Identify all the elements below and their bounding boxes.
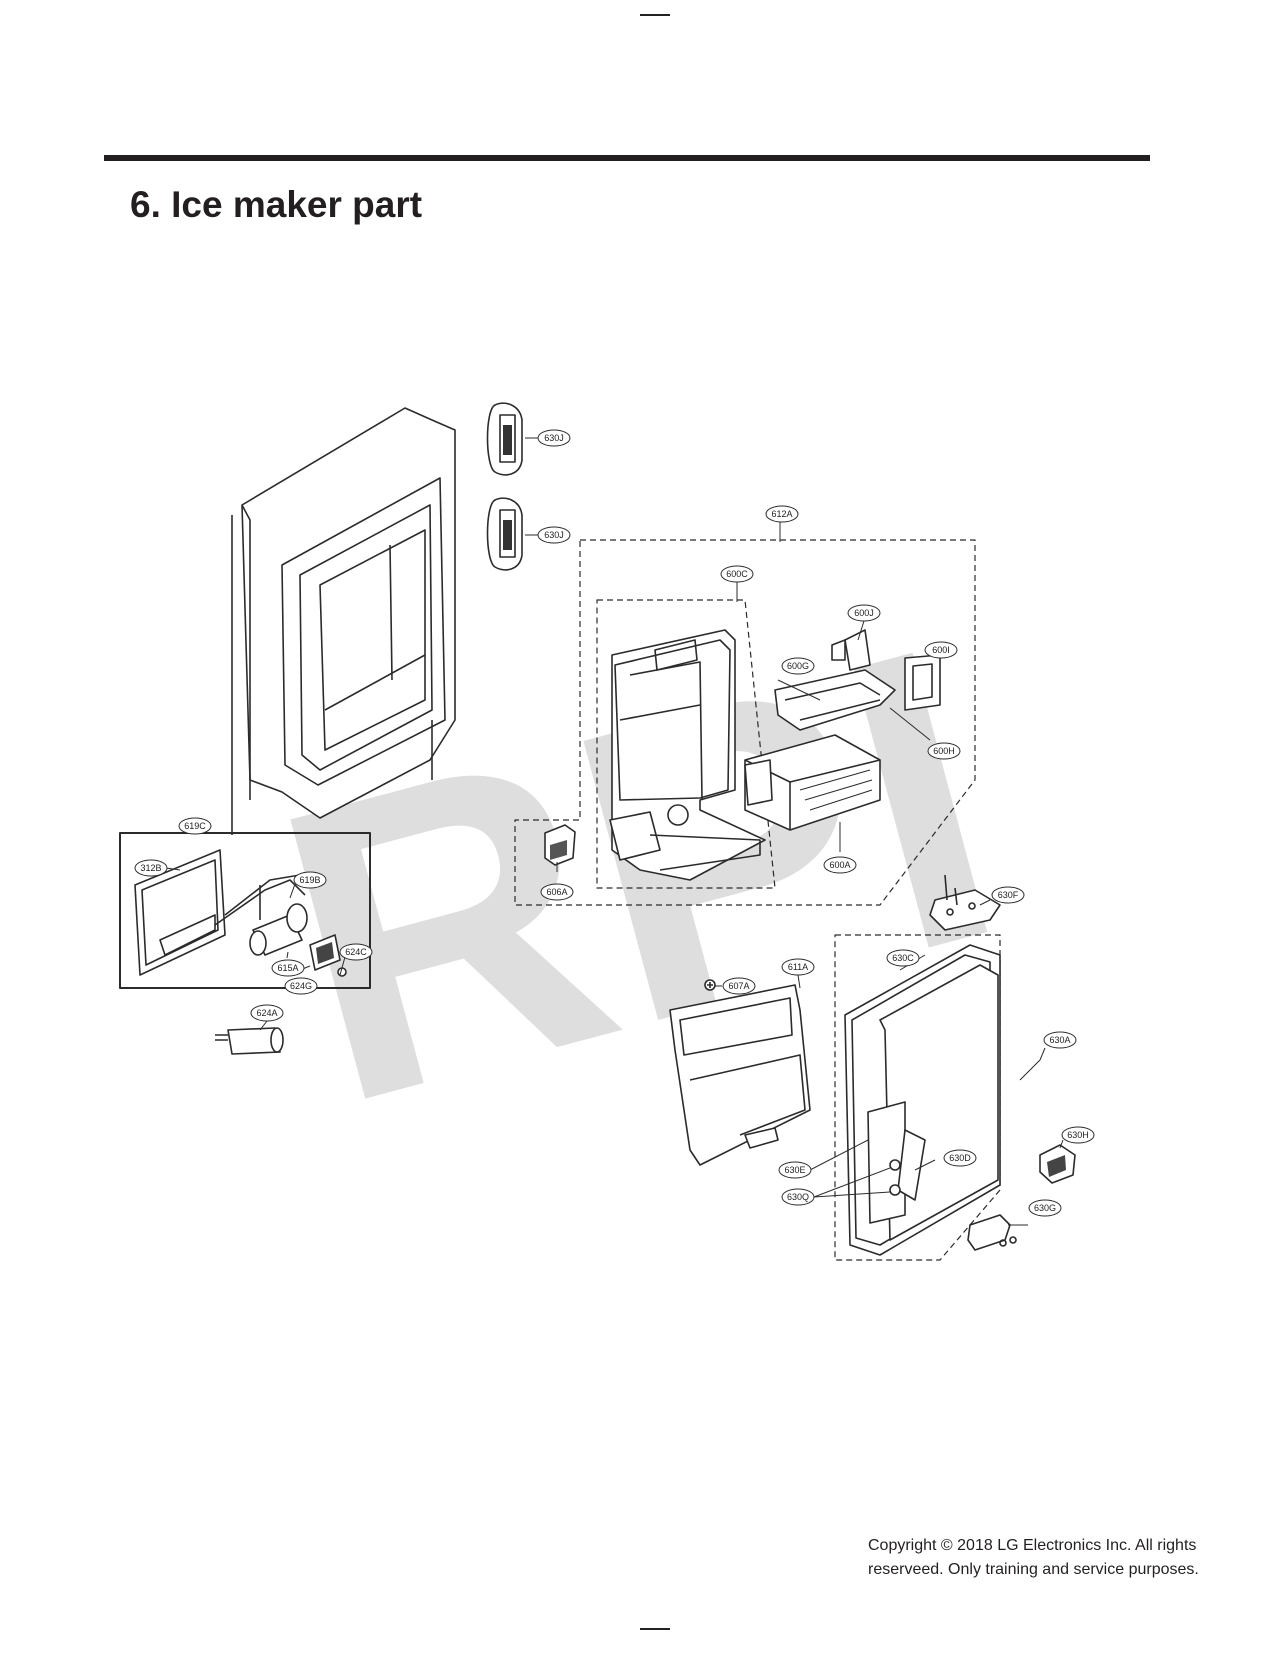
label-611A: 611A: [788, 962, 808, 972]
page-marker-top: [640, 14, 670, 16]
part-600G: [774, 669, 896, 731]
label-630C: 630C: [892, 953, 914, 963]
label-619C: 619C: [184, 821, 206, 831]
gasket-630J-top: [486, 402, 523, 476]
label-630Q: 630Q: [787, 1192, 809, 1202]
assembly-box-600C: [596, 599, 776, 889]
label-600H: 600H: [933, 746, 955, 756]
label-630J-bottom: 630J: [544, 530, 564, 540]
label-630D: 630D: [949, 1153, 971, 1163]
cover-611A: [669, 984, 811, 1166]
label-630H: 630H: [1067, 1130, 1089, 1140]
screw-607A: [704, 979, 716, 991]
icemaker-bracket-600C: [609, 629, 766, 881]
label-600J: 600J: [854, 608, 874, 618]
filter-615A: [249, 903, 308, 956]
label-606A: 606A: [546, 887, 567, 897]
door-630C: [844, 944, 1001, 1256]
leader-lines: [165, 437, 1064, 1226]
label-624A: 624A: [256, 1008, 277, 1018]
cartridge-624A: [215, 1027, 284, 1055]
label-619B: 619B: [299, 875, 320, 885]
valve-624C: [309, 934, 347, 977]
part-606A: [544, 824, 576, 866]
label-312B: 312B: [140, 863, 161, 873]
part-600I: [904, 654, 941, 711]
label-612A: 612A: [771, 509, 792, 519]
hinge-630F: [929, 874, 1001, 931]
label-600I: 600I: [932, 645, 950, 655]
label-600A: 600A: [829, 860, 850, 870]
callout-bubbles: [134, 429, 1095, 1217]
label-615A: 615A: [277, 963, 298, 973]
assembly-box-630A: [834, 934, 1001, 1261]
label-630F: 630F: [998, 890, 1019, 900]
label-600C: 600C: [726, 569, 748, 579]
pipes-619B: [214, 874, 306, 926]
label-624G: 624G: [290, 981, 312, 991]
label-624C: 624C: [345, 947, 367, 957]
label-630G: 630G: [1034, 1203, 1056, 1213]
copyright-line-2: reserveed. Only training and service pur…: [868, 1561, 1199, 1578]
label-630E: 630E: [784, 1165, 805, 1175]
label-630A: 630A: [1049, 1035, 1070, 1045]
door-liner: [231, 407, 456, 835]
label-600G: 600G: [787, 661, 809, 671]
bracket-630H: [1039, 1144, 1076, 1184]
gasket-630J-bottom: [486, 497, 523, 571]
header-rule: [104, 155, 1150, 161]
copyright-line-1: Copyright © 2018 LG Electronics Inc. All…: [868, 1537, 1197, 1554]
assembly-box-612A: [514, 539, 976, 906]
assembly-box-619C: [119, 832, 371, 989]
label-630J-top: 630J: [544, 433, 564, 443]
part-600J: [831, 629, 871, 671]
copyright-notice: Copyright © 2018 LG Electronics Inc. All…: [868, 1534, 1248, 1582]
panel-312B: [134, 849, 226, 976]
icemaker-600A: [744, 734, 881, 831]
callout-labels: 630J 630J 612A 600C 600J 600I 600G 600H …: [140, 433, 1088, 1213]
label-607A: 607A: [728, 981, 749, 991]
bracket-630G: [967, 1214, 1017, 1251]
page-marker-bottom: [640, 1628, 670, 1630]
page-title: 6. Ice maker part: [130, 184, 423, 225]
